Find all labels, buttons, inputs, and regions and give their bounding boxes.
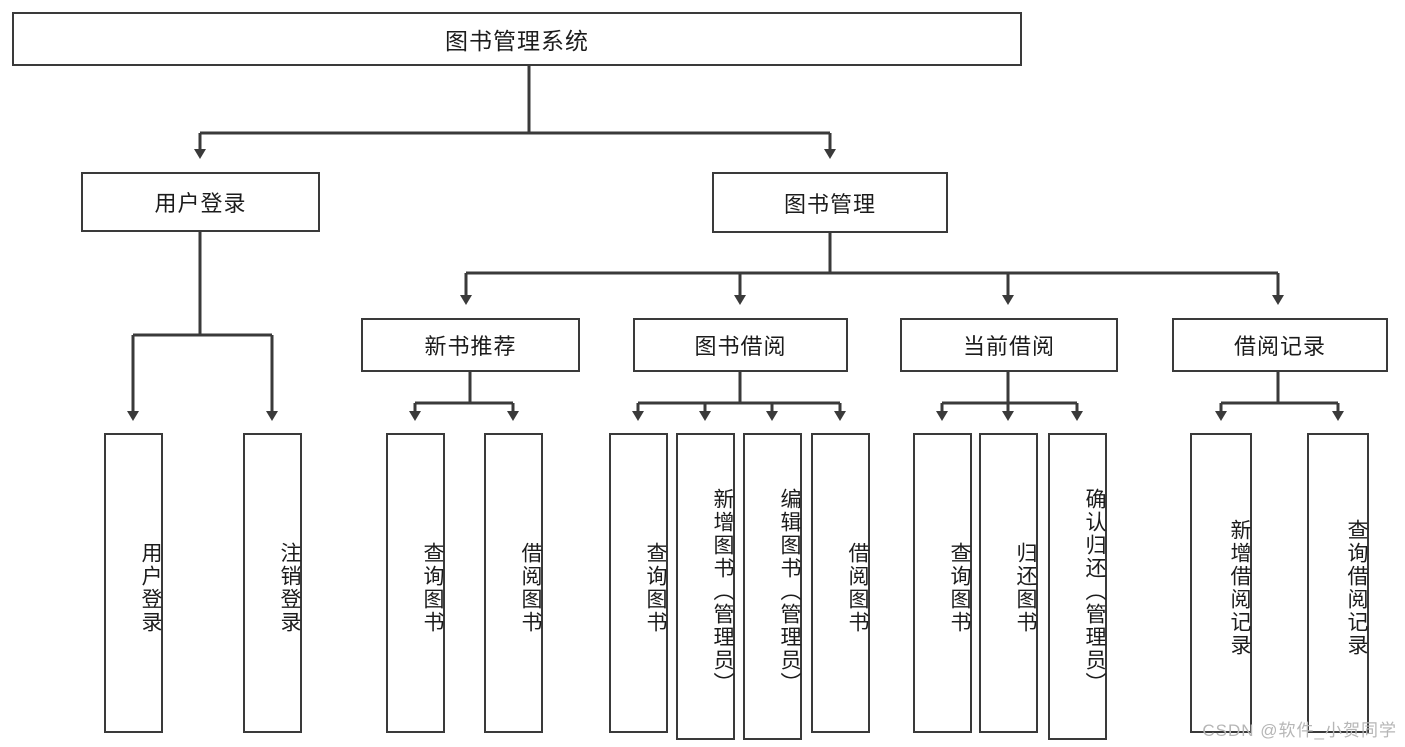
node-user-login[interactable]: 用户登录 <box>81 172 320 232</box>
node-label: 查询借阅记录 <box>1345 519 1368 657</box>
node-label: 当前借阅 <box>962 334 1055 359</box>
node-label: 用户登录 <box>154 191 247 216</box>
leaf-borrow-book-recommend[interactable]: 借阅图书 <box>484 433 543 733</box>
node-label: 新增图书（管理员） <box>711 488 734 695</box>
node-label: 借阅图书 <box>519 542 542 634</box>
node-new-book-recommend[interactable]: 新书推荐 <box>361 318 580 372</box>
leaf-borrow-book-borrow[interactable]: 借阅图书 <box>811 433 870 733</box>
leaf-query-book-recommend[interactable]: 查询图书 <box>386 433 445 733</box>
leaf-query-borrow-record[interactable]: 查询借阅记录 <box>1307 433 1369 733</box>
node-label: 借阅图书 <box>846 542 869 634</box>
leaf-add-borrow-record[interactable]: 新增借阅记录 <box>1190 433 1252 733</box>
node-label: 查询图书 <box>421 542 444 634</box>
node-label: 查询图书 <box>644 542 667 634</box>
node-label: 确认归还（管理员） <box>1083 488 1106 695</box>
node-label: 图书管理系统 <box>445 28 589 54</box>
node-label: 新增借阅记录 <box>1228 519 1251 657</box>
node-current-borrow[interactable]: 当前借阅 <box>900 318 1118 372</box>
node-root-book-management-system[interactable]: 图书管理系统 <box>12 12 1022 66</box>
leaf-query-book-borrow[interactable]: 查询图书 <box>609 433 668 733</box>
node-book-borrow[interactable]: 图书借阅 <box>633 318 848 372</box>
leaf-query-book-current[interactable]: 查询图书 <box>913 433 972 733</box>
leaf-add-book-admin[interactable]: 新增图书（管理员） <box>676 433 735 740</box>
leaf-confirm-return-admin[interactable]: 确认归还（管理员） <box>1048 433 1107 740</box>
leaf-user-login[interactable]: 用户登录 <box>104 433 163 733</box>
leaf-logout-login[interactable]: 注销登录 <box>243 433 302 733</box>
node-label: 用户登录 <box>139 542 162 634</box>
node-label: 新书推荐 <box>424 334 517 359</box>
node-book-management[interactable]: 图书管理 <box>712 172 948 233</box>
node-label: 借阅记录 <box>1233 334 1326 359</box>
node-label: 图书管理 <box>783 191 876 217</box>
node-label: 图书借阅 <box>694 334 787 359</box>
node-label: 查询图书 <box>948 542 971 634</box>
leaf-return-book[interactable]: 归还图书 <box>979 433 1038 733</box>
watermark: CSDN @软件_小贺同学 <box>1202 721 1397 740</box>
node-borrow-record[interactable]: 借阅记录 <box>1172 318 1388 372</box>
node-label: 编辑图书（管理员） <box>778 488 801 695</box>
node-label: 归还图书 <box>1014 542 1037 634</box>
leaf-edit-book-admin[interactable]: 编辑图书（管理员） <box>743 433 802 740</box>
node-label: 注销登录 <box>278 542 301 634</box>
